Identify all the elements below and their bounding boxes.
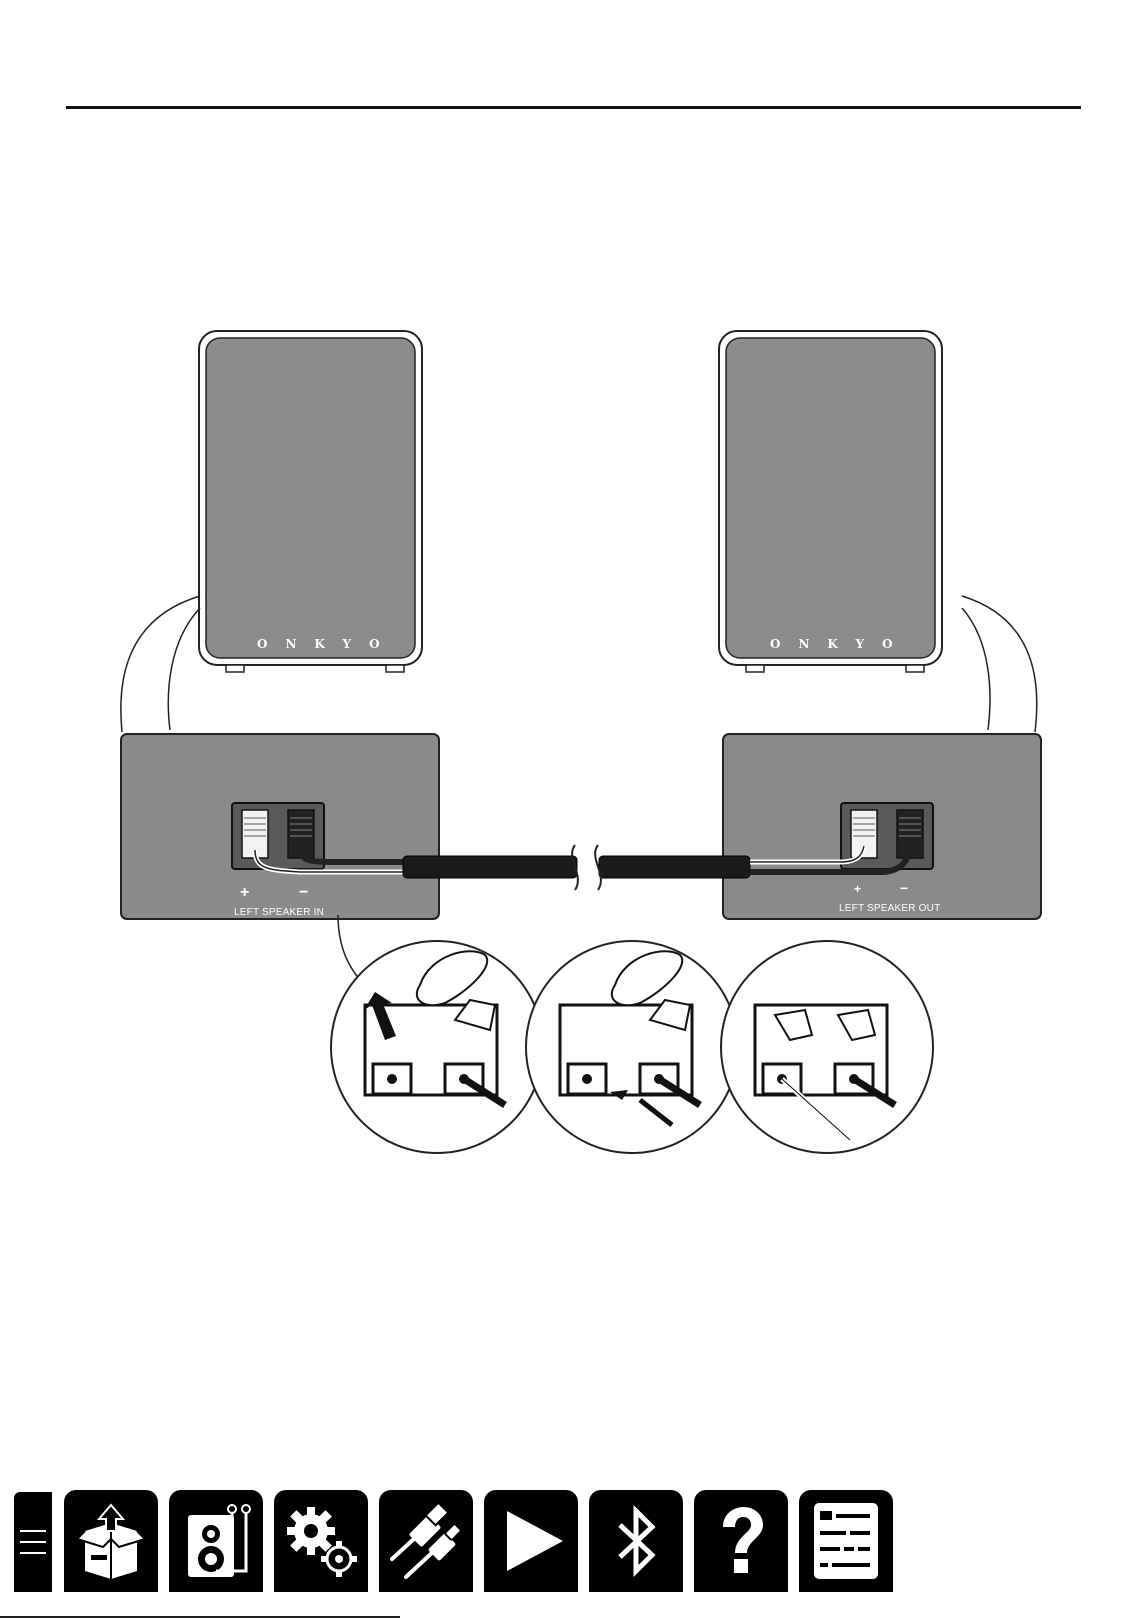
bottom-navigation xyxy=(14,1490,904,1592)
spec-list-icon xyxy=(806,1501,886,1581)
usb-cables-icon xyxy=(386,1501,466,1581)
step-3-release-lever xyxy=(721,941,933,1153)
nav-specifications-button[interactable] xyxy=(799,1490,893,1592)
left-speaker-brand: ONKYO xyxy=(257,637,398,651)
menu-bar xyxy=(20,1541,46,1543)
left-speaker: ONKYO xyxy=(199,331,422,672)
play-icon xyxy=(491,1501,571,1581)
right-plus-label: + xyxy=(854,882,861,896)
nav-unpacking-button[interactable] xyxy=(64,1490,158,1592)
bluetooth-icon xyxy=(596,1501,676,1581)
left-panel-label: LEFT SPEAKER IN xyxy=(234,907,324,918)
speaker-connection-diagram: ONKYO ONKYO + − LEFT SPEAKER IN xyxy=(0,0,1147,1200)
nav-playback-button[interactable] xyxy=(484,1490,578,1592)
box-unpack-icon xyxy=(71,1501,151,1581)
nav-connections-button[interactable] xyxy=(169,1490,263,1592)
footer-rule xyxy=(0,1616,400,1618)
nav-bluetooth-button[interactable] xyxy=(589,1490,683,1592)
nav-usb-button[interactable] xyxy=(379,1490,473,1592)
step-1-press-lever xyxy=(331,941,543,1153)
right-panel-label: LEFT SPEAKER OUT xyxy=(839,903,940,914)
menu-bar xyxy=(20,1530,46,1532)
gears-icon xyxy=(281,1501,361,1581)
right-terminal-panel: + − LEFT SPEAKER OUT xyxy=(723,734,1041,919)
nav-settings-button[interactable] xyxy=(274,1490,368,1592)
left-minus-label: − xyxy=(299,884,308,901)
speaker-connect-icon xyxy=(176,1501,256,1581)
right-minus-label: − xyxy=(900,880,908,896)
right-speaker-brand: ONKYO xyxy=(770,637,911,651)
nav-help-button[interactable] xyxy=(694,1490,788,1592)
left-plus-label: + xyxy=(240,884,249,901)
help-icon xyxy=(701,1501,781,1581)
left-terminal-panel: + − LEFT SPEAKER IN xyxy=(121,734,439,919)
menu-bar xyxy=(20,1552,46,1554)
menu-button[interactable] xyxy=(14,1492,52,1592)
step-2-insert-wire xyxy=(526,941,738,1153)
right-speaker: ONKYO xyxy=(719,331,942,672)
